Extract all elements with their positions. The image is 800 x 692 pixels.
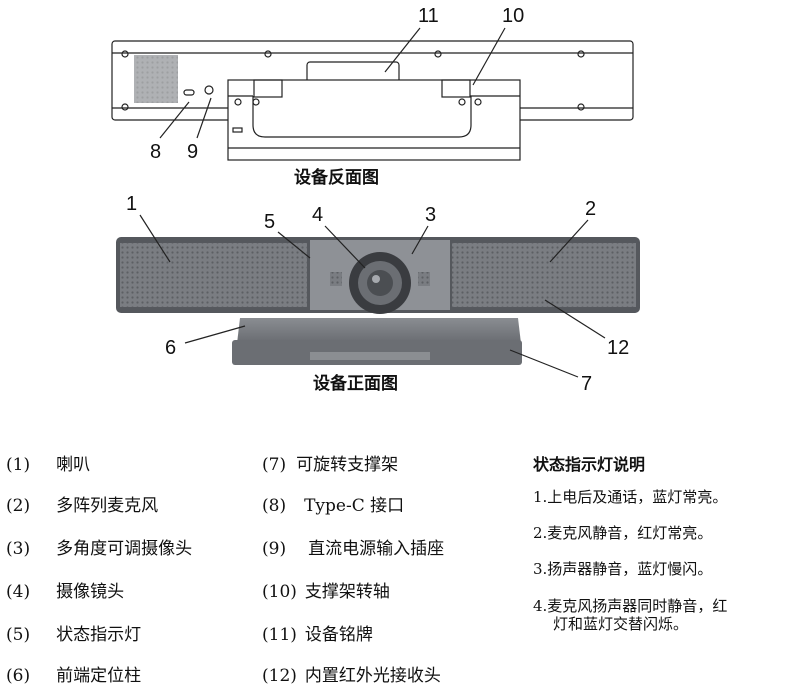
part-item: (4) 摄像镜头 bbox=[6, 577, 124, 602]
part-name: 摄像镜头 bbox=[56, 582, 125, 602]
part-item: (7) 可旋转支撑架 bbox=[262, 450, 398, 475]
part-number: (9) bbox=[262, 539, 287, 559]
part-name: 可旋转支撑架 bbox=[296, 455, 399, 475]
part-number: (4) bbox=[6, 582, 31, 602]
part-item: (8) Type-C 接口 bbox=[262, 491, 404, 516]
part-name: 支撑架转轴 bbox=[304, 582, 390, 602]
part-number: (1) bbox=[6, 455, 31, 475]
part-item: (5) 状态指示灯 bbox=[6, 620, 141, 645]
part-item: (9) 直流电源输入插座 bbox=[262, 534, 444, 559]
part-name: 状态指示灯 bbox=[56, 625, 142, 645]
part-number: (10) bbox=[262, 582, 297, 602]
status-item-continued: 灯和蓝灯交替闪烁。 bbox=[553, 615, 689, 633]
part-item: (3) 多角度可调摄像头 bbox=[6, 534, 192, 559]
part-item: (11) 设备铭牌 bbox=[262, 620, 373, 645]
part-item: (2) 多阵列麦克风 bbox=[6, 491, 158, 516]
right-speaker-grille bbox=[452, 243, 636, 307]
callout-1: 1 bbox=[126, 193, 137, 215]
part-item: (1) 喇叭 bbox=[6, 450, 90, 475]
callout-11: 11 bbox=[418, 5, 439, 27]
part-item: (12) 内置红外光接收头 bbox=[262, 661, 441, 686]
part-number: (5) bbox=[6, 625, 31, 645]
part-item: (6) 前端定位柱 bbox=[6, 661, 141, 686]
callout-7: 7 bbox=[581, 373, 592, 395]
callout-5: 5 bbox=[264, 211, 275, 233]
part-item: (10) 支撑架转轴 bbox=[262, 577, 390, 602]
callout-3: 3 bbox=[425, 204, 436, 226]
callout-8: 8 bbox=[150, 141, 161, 163]
status-title: 状态指示灯说明 bbox=[533, 455, 646, 474]
part-name: 多阵列麦克风 bbox=[56, 496, 159, 516]
part-number: (2) bbox=[6, 496, 31, 516]
part-number: (12) bbox=[262, 666, 297, 686]
part-number: (3) bbox=[6, 539, 31, 559]
callout-9: 9 bbox=[187, 141, 198, 163]
part-name: 喇叭 bbox=[56, 455, 91, 475]
callout-12: 12 bbox=[607, 337, 629, 359]
dc-jack bbox=[204, 85, 214, 95]
status-item: 3.扬声器静音，蓝灯慢闪。 bbox=[533, 560, 713, 578]
device-illustration: 11 10 8 9 设备反面图 1 5 4 3 2 6 12 7 设备正面图 bbox=[111, 5, 640, 395]
left-speaker-grille bbox=[120, 243, 307, 307]
part-name: 多角度可调摄像头 bbox=[56, 539, 193, 559]
part-name: 前端定位柱 bbox=[56, 666, 142, 686]
front-view bbox=[116, 214, 640, 378]
part-name: 直流电源输入插座 bbox=[308, 539, 445, 559]
part-number: (6) bbox=[6, 666, 31, 686]
status-item: 1.上电后及通话，蓝灯常亮。 bbox=[533, 488, 728, 506]
back-view-caption: 设备反面图 bbox=[294, 167, 379, 188]
part-number: (11) bbox=[262, 625, 297, 645]
part-name: 内置红外光接收头 bbox=[304, 666, 441, 686]
type-c-port bbox=[183, 89, 195, 96]
callout-4: 4 bbox=[312, 204, 323, 226]
part-number: (7) bbox=[262, 455, 287, 475]
part-name: Type-C 接口 bbox=[304, 496, 405, 516]
callout-10: 10 bbox=[502, 5, 524, 27]
part-name: 设备铭牌 bbox=[304, 625, 373, 645]
status-item: 4.麦克风扬声器同时静音，红 bbox=[533, 597, 728, 615]
status-item: 2.麦克风静音，红灯常亮。 bbox=[533, 524, 713, 542]
front-view-caption: 设备正面图 bbox=[313, 373, 398, 394]
vent-grille bbox=[134, 55, 178, 103]
back-view bbox=[111, 27, 634, 161]
callout-2: 2 bbox=[585, 198, 596, 220]
callout-6: 6 bbox=[165, 337, 176, 359]
part-number: (8) bbox=[262, 496, 287, 516]
